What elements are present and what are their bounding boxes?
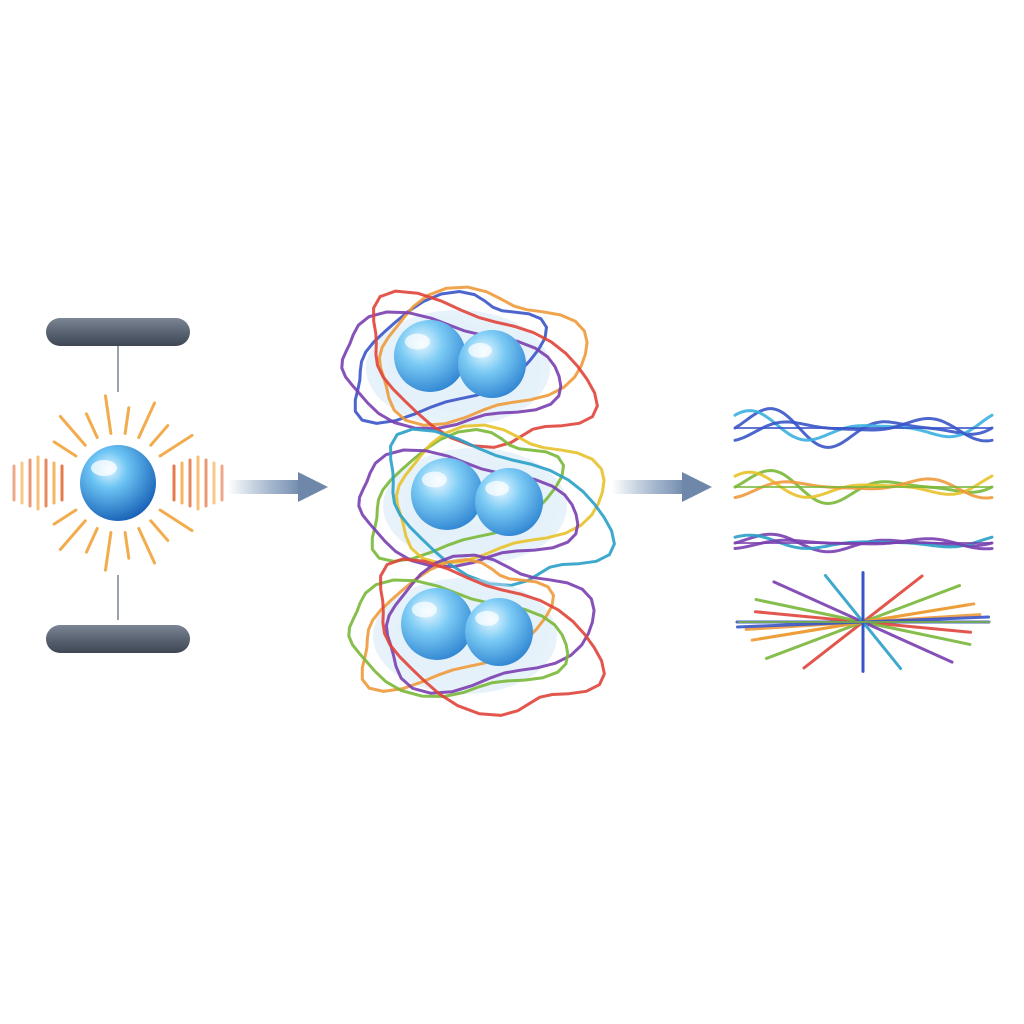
atom-highlight xyxy=(91,460,117,476)
starburst-icon xyxy=(735,571,991,673)
wave-strand xyxy=(733,417,994,443)
orbital-loop-icon xyxy=(379,557,606,717)
molecule-atom-icon xyxy=(401,588,473,660)
wave-strand xyxy=(733,477,994,500)
stage-molecules xyxy=(340,285,616,717)
molecule-atom-icon xyxy=(394,320,466,392)
burst-ray xyxy=(103,394,113,436)
atom-highlight xyxy=(404,333,430,350)
molecule-icon xyxy=(357,423,616,587)
orbital-loop-icon xyxy=(377,285,589,427)
stage-trapped-atom xyxy=(12,318,224,653)
trap-plate-bottom-icon xyxy=(46,625,190,653)
burst-ray xyxy=(158,433,194,458)
burst-ray xyxy=(149,519,170,542)
burst-ray xyxy=(52,440,78,458)
burst-ray xyxy=(137,401,157,440)
molecule-atom-icon xyxy=(475,468,543,536)
atom-highlight xyxy=(421,471,447,488)
trap-plate-top-icon xyxy=(46,318,190,346)
burst-ray xyxy=(84,526,99,554)
burst-ray xyxy=(123,406,131,436)
side-emission-left-icon xyxy=(12,455,64,511)
burst-ray xyxy=(123,530,131,560)
arrow-1-icon xyxy=(228,472,328,502)
burst-ray xyxy=(137,526,157,565)
waveform-icon xyxy=(733,407,994,449)
burst-ray xyxy=(103,530,113,572)
emission-burst-icon xyxy=(52,394,194,572)
waveform-icon xyxy=(733,468,994,506)
molecule-atom-icon xyxy=(411,458,483,530)
orbital-loop-icon xyxy=(394,423,606,565)
molecule-icon xyxy=(347,553,606,717)
side-emission-right-icon xyxy=(172,455,224,511)
atom-highlight xyxy=(468,342,492,358)
burst-ray xyxy=(58,519,87,552)
burst-ray xyxy=(52,508,78,526)
wave-strand xyxy=(733,470,994,499)
waveform-icon xyxy=(733,532,994,554)
arrow-2-icon xyxy=(612,472,712,502)
molecule-icon xyxy=(340,285,599,449)
atom-highlight xyxy=(475,610,499,626)
atom-highlight xyxy=(411,601,437,618)
burst-ray xyxy=(149,424,170,447)
stage-spectra-waves xyxy=(733,407,994,554)
orbital-loop-icon xyxy=(372,289,599,449)
burst-ray xyxy=(158,508,194,533)
orbital-loop-icon xyxy=(384,553,596,695)
molecule-atom-icon xyxy=(465,598,533,666)
atom-sphere-icon xyxy=(80,445,156,521)
burst-ray xyxy=(84,412,99,440)
atom-highlight xyxy=(485,480,509,496)
wave-strand xyxy=(733,409,994,442)
burst-ray xyxy=(58,414,87,447)
molecule-atom-icon xyxy=(458,330,526,398)
